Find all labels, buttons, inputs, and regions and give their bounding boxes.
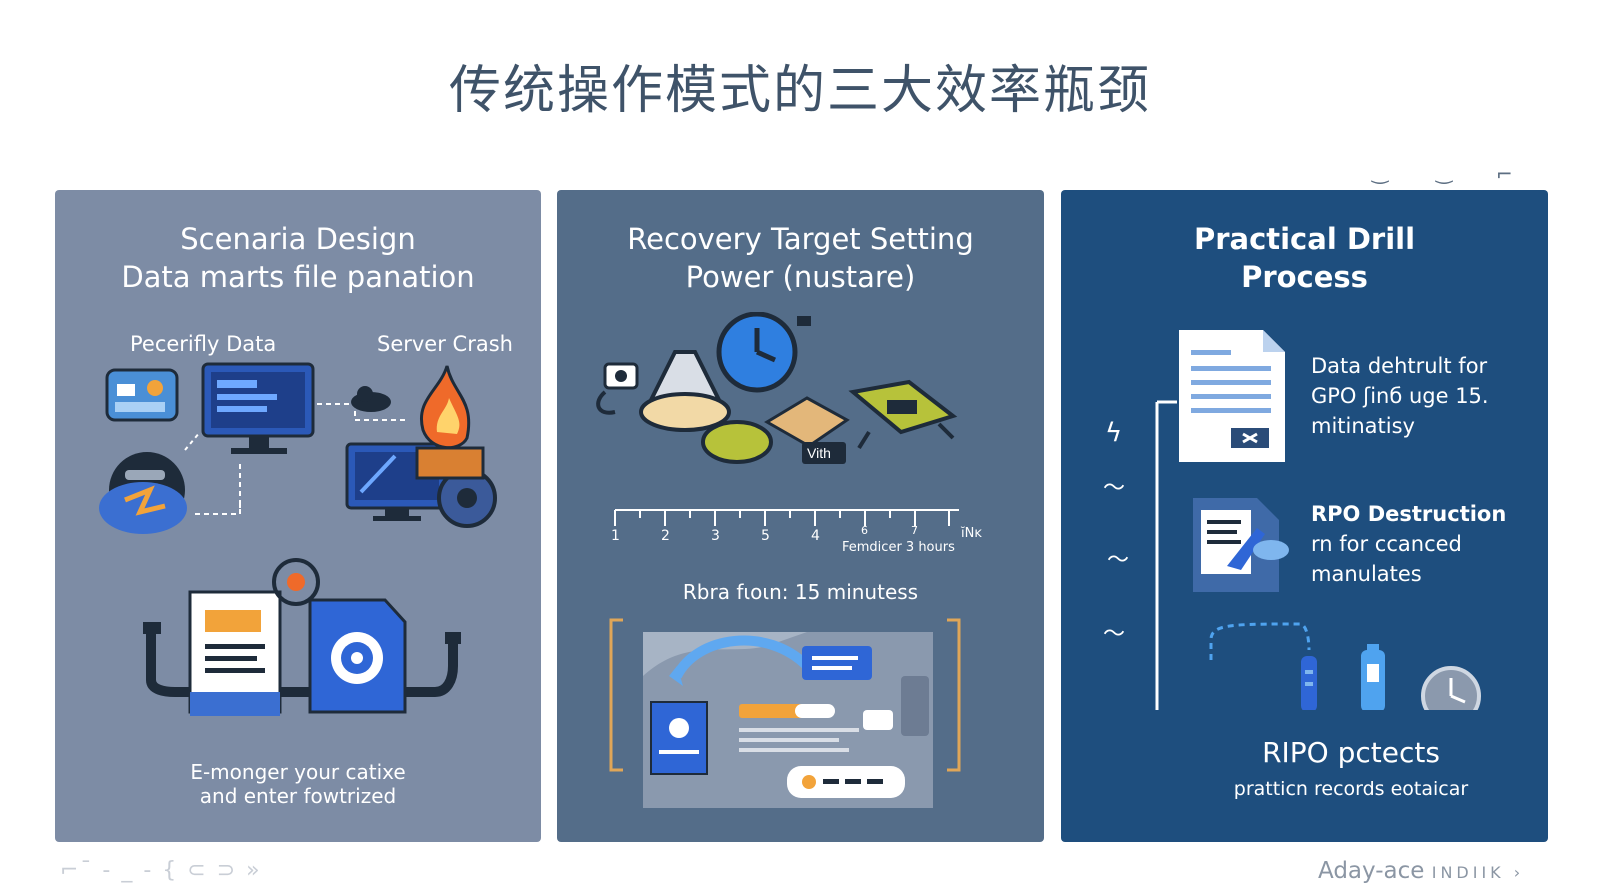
server-crash-label: Server Crash: [377, 332, 513, 356]
monitor-icon: [201, 362, 315, 454]
step-1-line: Data dehtrult for: [1311, 354, 1488, 378]
panel-title: Recovery Target Setting Power (nustare): [557, 220, 1044, 296]
scale-caption: Femdicer 3 hours: [842, 540, 955, 555]
page-title: 传统操作模式的三大效率瓶颈: [448, 61, 1151, 121]
panel-recovery-target: Recovery Target Setting Power (nustare) …: [557, 190, 1044, 842]
panel-title-line: Scenaria Design: [180, 222, 416, 256]
scale-tick-label: 2: [661, 528, 670, 544]
bottom-caption: E-monger your catixe: [190, 760, 406, 784]
panel-title: Scenaria Design Data marts file panation: [55, 220, 541, 296]
time-scale: [614, 509, 959, 526]
footer-brand: Aday-ace INDIIK ›: [1318, 858, 1524, 884]
scenario-illustration: [99, 362, 497, 716]
wave-icon: 〜: [1103, 622, 1126, 647]
camera-icon: [596, 362, 639, 415]
wave-icon: 〜: [1107, 548, 1130, 573]
usb-drive-icon: [1301, 656, 1317, 710]
rpo-file-icon: [1193, 498, 1289, 592]
footer-mark: ⌐ˉ - _ - { ⊂ ⊃ »: [60, 858, 262, 883]
scale-tick-label: ĭNĸ: [961, 526, 982, 541]
panel-title-line: Practical Drill: [1193, 222, 1416, 256]
battery-icon: [1361, 644, 1385, 710]
scale-tick-label: 4: [811, 528, 820, 544]
toolbox-icon: [105, 368, 179, 422]
corner-mark: ‿: [1436, 160, 1453, 184]
wave-icon: 〜: [1103, 476, 1126, 501]
step-1-line: mitinatisy: [1311, 414, 1415, 438]
panel-scenario-design: Scenaria Design Data marts file panation…: [55, 190, 541, 842]
lightning-icon: ϟ: [1105, 418, 1123, 448]
alert-icon: [272, 558, 320, 606]
scale-tick-label: 6: [861, 524, 868, 537]
step-1-line: GPO ʃinб uge 15.: [1311, 384, 1489, 408]
lemon-icon: [701, 420, 773, 464]
data-label: Pecerifly Data: [130, 332, 277, 356]
result-label: RIPO pctects: [1262, 736, 1440, 769]
brand-name: Aday-ace: [1318, 858, 1425, 884]
recovery-screen-illustration: [609, 618, 961, 808]
panel-title-line: Recovery Target Setting: [627, 222, 974, 256]
bowl-icon: [639, 350, 731, 432]
panel-practical-drill: Practical Drill Process ϟ 〜 〜 〜: [1061, 190, 1548, 842]
result-caption: pratticn records eotaicar: [1233, 778, 1469, 800]
scale-tick-label: 5: [761, 528, 770, 544]
cloud-icon: [351, 386, 391, 412]
clock-icon: [1421, 666, 1481, 710]
step-2-line: manulates: [1311, 562, 1422, 586]
step-2-line: RPO Destruction: [1311, 502, 1507, 526]
book-icon: Vith: [764, 396, 850, 464]
bottom-caption: and enter fowtrized: [199, 784, 397, 808]
panel-title-line: Process: [1241, 260, 1368, 294]
panel-title-line: Power (nustare): [685, 260, 916, 294]
report-document-icon: [1179, 330, 1285, 462]
scale-tick-label: 7: [911, 524, 918, 537]
document-icon: [188, 590, 282, 716]
step-2-line: rn for ccanced: [1311, 532, 1462, 556]
clock-icon: [716, 312, 811, 393]
scale-tick-label: 1: [611, 528, 620, 544]
person-icon: [99, 452, 187, 534]
panel-title: Practical Drill Process: [1061, 220, 1548, 296]
fire-icon: [420, 365, 471, 450]
gear-icon: [415, 446, 497, 528]
shield-file-icon: [308, 598, 407, 714]
brand-tag: INDIIK ›: [1431, 863, 1525, 882]
corner-mark: ‿: [1372, 160, 1389, 184]
recovery-illustration: Vith: [596, 312, 958, 464]
panel-title-line: Data marts file panation: [121, 260, 475, 294]
drill-process-illustration: [1155, 330, 1481, 710]
corner-mark: ⌐: [1496, 162, 1513, 186]
scale-tick-label: 3: [711, 528, 720, 544]
pipe-icon: [143, 622, 461, 697]
vith-badge: Vith: [807, 445, 831, 461]
circuit-board-icon: [848, 379, 958, 450]
rta-label: Rbra fιoιn: 15 minutess: [682, 580, 919, 604]
